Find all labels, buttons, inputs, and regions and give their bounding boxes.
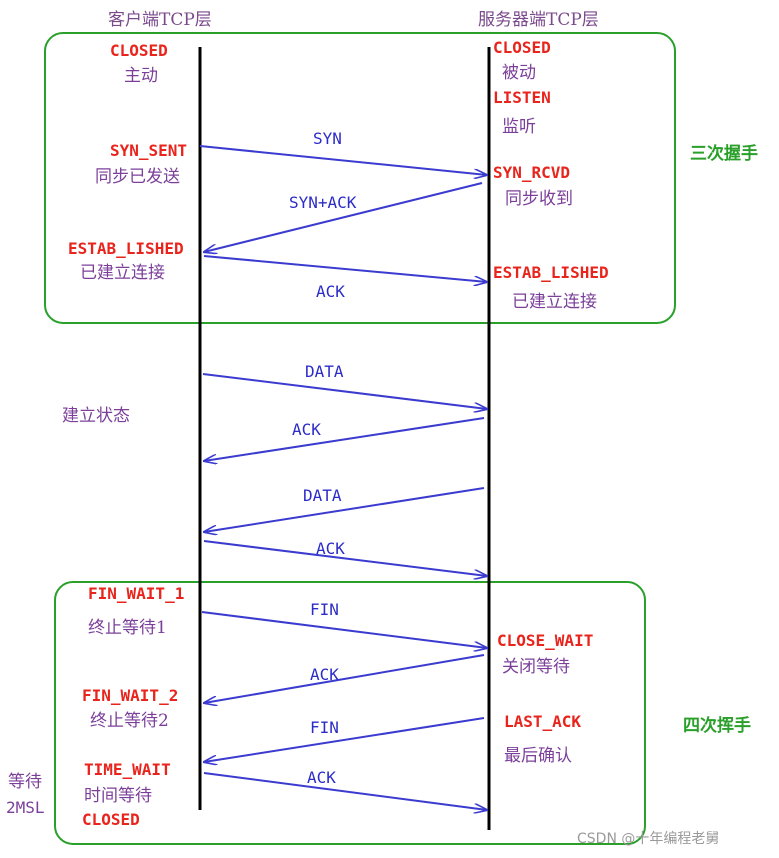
- server-state-closed: CLOSED: [493, 38, 551, 57]
- client-state-estab: ESTAB_LISHED: [68, 239, 184, 258]
- arrow-ack-data-1: [204, 417, 485, 461]
- msg-ack-data-2: ACK: [316, 539, 345, 558]
- client-state-time-wait: TIME_WAIT: [84, 760, 171, 779]
- client-header: 客户端TCP层: [108, 10, 212, 30]
- client-state-fin-wait-2-cn: 终止等待2: [90, 711, 169, 731]
- watermark: CSDN @十年编程老舅: [577, 831, 720, 847]
- arrow-syn: [199, 145, 487, 175]
- arrow-data-1: [202, 373, 487, 409]
- client-state-closed-end: CLOSED: [82, 810, 140, 829]
- client-state-time-wait-cn: 时间等待: [84, 786, 152, 806]
- server-state-listen: LISTEN: [493, 88, 551, 107]
- client-state-fin-wait-1-cn: 终止等待1: [88, 618, 167, 638]
- arrow-fin-1: [201, 611, 487, 648]
- arrow-syn-ack: [204, 182, 483, 252]
- server-state-close-wait-cn: 关闭等待: [502, 657, 570, 677]
- server-state-estab: ESTAB_LISHED: [493, 263, 609, 282]
- established-state-label: 建立状态: [62, 406, 130, 426]
- server-state-close-wait: CLOSE_WAIT: [497, 631, 594, 650]
- arrow-ack-data-2: [203, 540, 487, 576]
- arrow-ack-handshake: [203, 255, 487, 282]
- client-state-syn-sent: SYN_SENT: [110, 141, 188, 160]
- msg-fin-2: FIN: [310, 718, 339, 737]
- server-state-passive: 被动: [502, 63, 536, 83]
- server-state-syn-rcvd-cn: 同步收到: [505, 189, 573, 209]
- handshake-label: 三次握手: [690, 144, 758, 164]
- client-state-syn-sent-cn: 同步已发送: [95, 167, 180, 187]
- msg-data-2: DATA: [303, 486, 342, 505]
- client-state-fin-wait-2: FIN_WAIT_2: [82, 686, 179, 705]
- handshake-box: [44, 32, 676, 324]
- wave-box: [54, 581, 646, 845]
- msg-data-1: DATA: [305, 362, 344, 381]
- wait-2msl-line2: 2MSL: [6, 798, 45, 817]
- msg-ack-data-1: ACK: [292, 420, 321, 439]
- client-state-closed: CLOSED: [110, 41, 168, 60]
- server-state-listen-cn: 监听: [502, 117, 536, 137]
- msg-syn-ack: SYN+ACK: [289, 193, 357, 212]
- arrow-fin-2: [204, 717, 485, 762]
- client-state-active: 主动: [124, 66, 158, 86]
- arrow-ack-fin-2: [203, 772, 487, 810]
- server-header: 服务器端TCP层: [478, 10, 599, 30]
- msg-ack-fin-2: ACK: [307, 768, 336, 787]
- msg-ack-fin-1: ACK: [310, 665, 339, 684]
- arrow-data-2: [204, 487, 485, 532]
- msg-ack-handshake: ACK: [316, 282, 345, 301]
- server-state-syn-rcvd: SYN_RCVD: [493, 163, 571, 182]
- client-state-fin-wait-1: FIN_WAIT_1: [88, 584, 185, 603]
- server-state-last-ack: LAST_ACK: [504, 712, 582, 731]
- msg-syn: SYN: [313, 129, 342, 148]
- arrow-ack-fin-1: [204, 654, 485, 703]
- msg-fin-1: FIN: [310, 600, 339, 619]
- server-state-estab-cn: 已建立连接: [512, 292, 597, 312]
- wave-label: 四次挥手: [683, 716, 751, 736]
- client-state-estab-cn: 已建立连接: [80, 263, 165, 283]
- server-state-last-ack-cn: 最后确认: [504, 746, 572, 766]
- wait-2msl-line1: 等待: [8, 772, 42, 792]
